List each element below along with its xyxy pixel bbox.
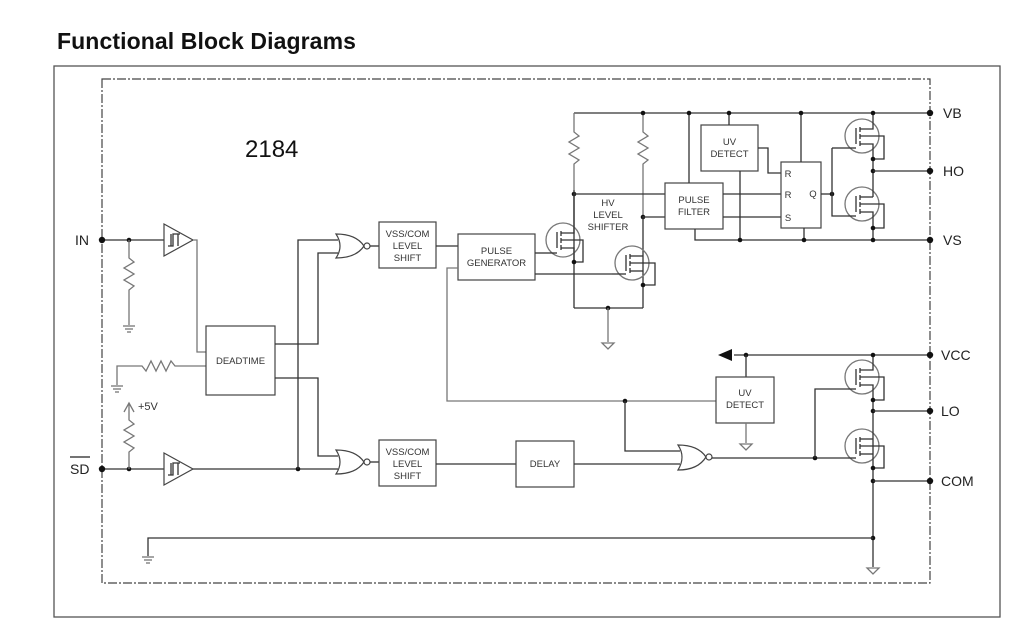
mosfet-icon: [844, 113, 885, 160]
ground-icon: [123, 325, 135, 333]
uv-detect-high-block: UV DETECT: [700, 124, 759, 172]
pin-vs-dot: [926, 236, 934, 244]
vcc-arrow-icon: [718, 349, 732, 361]
pin-vb-dot: [926, 109, 934, 117]
ground-icon: [865, 567, 881, 575]
in-pulldown-resistor: [122, 240, 136, 325]
pin-label-vs: VS: [943, 232, 962, 248]
ground-icon: [600, 342, 616, 350]
pulse-generator-block: PULSE GENERATOR: [457, 233, 536, 281]
svg-text:DETECT: DETECT: [726, 400, 764, 411]
ground-icon: [111, 385, 123, 393]
pin-label-vb: VB: [943, 105, 962, 121]
mosfet-icon: [844, 355, 885, 401]
svg-text:UV: UV: [723, 137, 737, 148]
pin-lo-dot: [926, 407, 934, 415]
mosfet-icon: [545, 194, 584, 265]
pin-com-dot: [926, 477, 934, 485]
pin-label-sd: SD: [70, 461, 89, 477]
level-shift-low-block: VSS/COM LEVEL SHIFT: [378, 439, 437, 487]
supply-label: +5V: [138, 401, 159, 413]
deadtime-resistor: [111, 359, 206, 393]
pin-label-lo: LO: [941, 403, 960, 419]
nor-gate-low: [334, 449, 371, 475]
pulse-filter-block: PULSE FILTER: [664, 182, 724, 230]
pin-ho-dot: [926, 167, 934, 175]
svg-text:LEVEL: LEVEL: [393, 459, 423, 470]
svg-text:DELAY: DELAY: [530, 459, 561, 470]
svg-text:PULSE: PULSE: [481, 246, 512, 257]
nor-gate-high: [334, 233, 371, 259]
mosfet-icon: [844, 428, 885, 469]
supply-arrow-icon: [123, 401, 135, 413]
rs-latch-block: R R S Q: [780, 161, 822, 229]
svg-text:PULSE: PULSE: [678, 195, 709, 206]
ground-icon: [142, 556, 154, 564]
pin-in-dot: [98, 236, 106, 244]
pin-label-in: IN: [75, 232, 89, 248]
svg-text:LEVEL: LEVEL: [393, 241, 423, 252]
uv-detect-low-block: UV DETECT: [715, 376, 775, 424]
svg-text:VSS/COM: VSS/COM: [386, 447, 430, 458]
svg-text:SHIFT: SHIFT: [394, 471, 422, 482]
svg-text:R: R: [785, 169, 792, 180]
page-title: Functional Block Diagrams: [57, 28, 357, 54]
nor-gate-output: [676, 444, 713, 471]
mosfet-icon: [612, 245, 656, 288]
svg-text:HV: HV: [601, 198, 615, 209]
delay-block: DELAY: [515, 440, 575, 488]
outer-frame: [53, 65, 1001, 618]
svg-text:DEADTIME: DEADTIME: [216, 356, 265, 367]
svg-text:R: R: [785, 190, 792, 201]
svg-text:UV: UV: [738, 388, 752, 399]
svg-text:Q: Q: [809, 189, 816, 200]
svg-text:SHIFT: SHIFT: [394, 253, 422, 264]
svg-text:DETECT: DETECT: [711, 149, 749, 160]
pin-label-vcc: VCC: [941, 347, 971, 363]
svg-text:LEVEL: LEVEL: [593, 210, 623, 221]
part-number: 2184: [245, 136, 298, 163]
svg-text:S: S: [785, 213, 791, 224]
level-shift-high-block: VSS/COM LEVEL SHIFT: [378, 221, 437, 269]
pin-label-ho: HO: [943, 163, 964, 179]
svg-text:VSS/COM: VSS/COM: [386, 229, 430, 240]
ground-icon: [738, 443, 754, 451]
schmitt-buffer-in: [163, 222, 195, 258]
hv-level-shifter: HV LEVEL SHIFTER: [567, 110, 930, 350]
svg-text:FILTER: FILTER: [678, 207, 710, 218]
sd-pullup-resistor: [122, 404, 136, 469]
pin-vcc-dot: [926, 351, 934, 359]
schmitt-buffer-sd: [163, 451, 195, 487]
deadtime-block: DEADTIME: [205, 325, 276, 396]
svg-text:SHIFTER: SHIFTER: [588, 222, 629, 233]
sd-input-stage: +5V: [98, 401, 338, 487]
in-input-stage: [98, 222, 206, 353]
pin-label-com: COM: [941, 473, 974, 489]
svg-text:GENERATOR: GENERATOR: [467, 258, 526, 269]
mosfet-icon: [844, 186, 885, 240]
ic-boundary: [101, 78, 931, 584]
pin-sd-dot: [98, 465, 106, 473]
